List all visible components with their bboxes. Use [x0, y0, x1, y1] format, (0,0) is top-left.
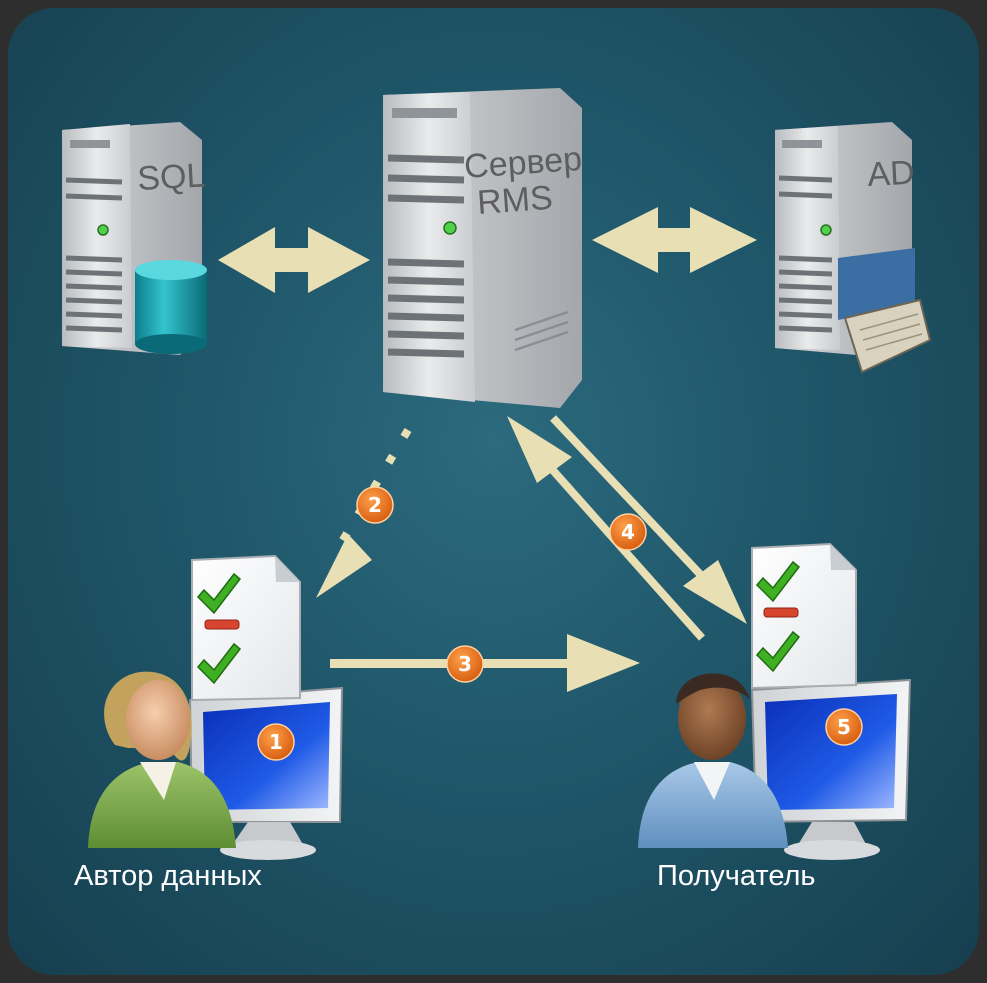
step-badge-5: 5 — [825, 708, 863, 746]
check-icon — [755, 630, 801, 673]
step-badge-4: 4 — [609, 513, 647, 551]
rms-label-line1: Сервер — [463, 140, 583, 186]
author-document-icon — [191, 554, 301, 702]
ad-label: AD — [866, 154, 915, 194]
step-number: 4 — [621, 520, 635, 544]
step-number: 3 — [458, 652, 472, 676]
recipient-document-icon — [751, 542, 857, 690]
rms-diagram: SQL Сервер RMS — [62, 88, 932, 860]
sql-label: SQL — [136, 156, 206, 198]
step-number: 5 — [837, 715, 851, 739]
step-number: 1 — [269, 730, 283, 754]
recipient-person-icon — [638, 673, 788, 848]
recipient-monitor-icon — [750, 678, 912, 860]
author-caption: Автор данных — [74, 860, 262, 892]
database-cylinder-icon — [135, 260, 207, 354]
rms-server-icon — [383, 88, 582, 408]
check-icon — [196, 642, 242, 685]
author-person-icon — [88, 671, 236, 848]
rms-label-line2: RMS — [476, 179, 554, 222]
sql-server-icon — [62, 122, 207, 355]
check-icon — [755, 560, 801, 603]
recipient-caption: Получатель — [657, 860, 816, 892]
step-badge-3: 3 — [446, 645, 484, 683]
minus-icon — [763, 607, 799, 618]
diagram-panel: SQL Сервер RMS — [8, 8, 979, 975]
step-badge-2: 2 — [356, 486, 394, 524]
directory-book-icon — [838, 248, 932, 374]
sql-rms-arrow — [218, 227, 370, 293]
rms-ad-arrow — [592, 207, 757, 273]
step3-send-arrow — [330, 634, 640, 692]
ad-server-icon — [775, 122, 932, 374]
step4-exchange-arrows — [507, 415, 747, 641]
check-icon — [196, 572, 242, 615]
step-number: 2 — [368, 493, 382, 517]
minus-icon — [204, 619, 240, 630]
step-badge-1: 1 — [257, 723, 295, 761]
